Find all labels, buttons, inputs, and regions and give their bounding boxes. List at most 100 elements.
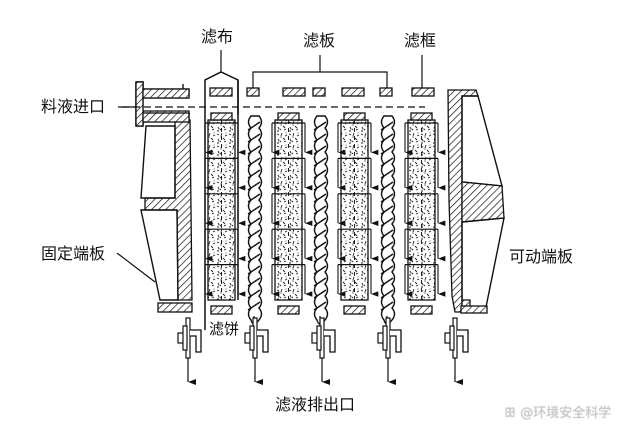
filter-plate <box>247 115 263 326</box>
app-logo-icon: ꕥ <box>504 406 517 421</box>
outlet-valve <box>444 317 469 385</box>
plate-twist <box>247 193 261 203</box>
top-frame-token <box>341 87 365 97</box>
fixed-plate-rib-lower <box>140 209 179 301</box>
plate-twist <box>380 169 394 179</box>
plate-twist <box>313 229 327 239</box>
label-filter-frame: 滤框 <box>404 31 437 50</box>
plate-twist <box>313 193 327 203</box>
label-filter-plate: 滤板 <box>303 31 336 50</box>
plate-twist <box>313 253 327 263</box>
label-feed-inlet: 料液进口 <box>41 97 106 116</box>
filter-plate <box>313 115 329 326</box>
plate-twist <box>380 193 394 203</box>
top-frame-token <box>209 87 233 97</box>
valve-body <box>449 325 455 351</box>
valve-spout <box>190 329 202 353</box>
frame-bottom-token <box>410 305 433 315</box>
top-frame-token <box>411 87 435 97</box>
movable-plate-rib-upper <box>461 95 503 187</box>
frame-bottom-token <box>277 305 300 315</box>
frame-top-token <box>210 112 233 121</box>
plate-twist <box>313 277 327 287</box>
filter-plate <box>380 115 396 326</box>
plate-twist <box>380 205 394 215</box>
plate-twist <box>380 157 394 167</box>
plate-twist <box>247 169 261 179</box>
movable-end-plate <box>447 89 505 314</box>
top-plate-token <box>379 87 393 97</box>
top-frame-token <box>282 87 306 97</box>
plate-twist <box>313 181 327 191</box>
outlet-valves <box>177 317 469 385</box>
frame-top-token <box>410 112 433 121</box>
label-fixed-end-plate: 固定端板 <box>41 244 106 263</box>
plate-twist <box>380 241 394 251</box>
outlet-valve <box>377 317 402 385</box>
fixed-plate-rib-upper <box>140 125 176 199</box>
watermark-text: @环境安全科学 <box>520 406 612 421</box>
valve-body <box>316 325 322 351</box>
leader-fixed-end-plate <box>116 252 156 283</box>
top-plate-token <box>246 87 260 97</box>
outlet-valve <box>177 317 202 385</box>
movable-plate-wall <box>447 89 479 313</box>
plate-twist <box>313 301 327 311</box>
filter-frame <box>404 112 446 315</box>
plate-twist <box>380 181 394 191</box>
plate-twist <box>380 301 394 311</box>
plate-twist <box>247 229 261 239</box>
leader-lines <box>116 50 423 283</box>
frame-top-token <box>343 112 366 121</box>
plate-twist <box>380 229 394 239</box>
valve-body <box>182 325 188 351</box>
frame-bottom-token <box>343 305 366 315</box>
plate-twist <box>313 145 327 155</box>
filter-frames <box>204 112 446 315</box>
filter-plates <box>247 115 396 326</box>
plate-twist <box>247 253 261 263</box>
label-filter-cloth: 滤布 <box>201 27 234 46</box>
plate-twist <box>380 289 394 299</box>
valve-spout <box>324 329 336 353</box>
plate-twist <box>247 181 261 191</box>
plate-twist <box>247 301 261 311</box>
plate-twist <box>247 277 261 287</box>
plate-twist <box>380 121 394 131</box>
plate-twist <box>313 157 327 167</box>
plate-twist <box>247 205 261 215</box>
valve-body <box>382 325 388 351</box>
inlet-pipe-bottom <box>142 112 190 123</box>
plate-twist <box>380 145 394 155</box>
outlet-valve <box>244 317 269 385</box>
plate-twist <box>313 241 327 251</box>
movable-plate-foot <box>460 305 488 314</box>
plate-twist <box>247 217 261 227</box>
plate-twist <box>313 217 327 227</box>
valve-body <box>249 325 255 351</box>
plate-twist <box>247 289 261 299</box>
inlet-pipe-top <box>142 88 190 99</box>
filter-frame <box>271 112 313 315</box>
frame-bottom-token <box>210 305 233 315</box>
plate-twist <box>313 169 327 179</box>
fixed-plate-foot <box>157 302 193 313</box>
label-filter-cake: 滤饼 <box>209 320 240 338</box>
valve-spout <box>257 329 269 353</box>
top-tokens <box>122 71 435 330</box>
plate-twist <box>380 133 394 143</box>
plate-twist <box>247 133 261 143</box>
frame-top-token <box>277 112 300 121</box>
plate-twist <box>247 157 261 167</box>
inlet-flange <box>135 81 144 127</box>
plate-twist <box>313 289 327 299</box>
plate-twist <box>380 217 394 227</box>
outlet-valve <box>311 317 336 385</box>
movable-plate-boss <box>461 181 505 223</box>
plate-twist <box>247 121 261 131</box>
valve-spout <box>390 329 402 353</box>
plate-twist <box>247 145 261 155</box>
filter-frame <box>337 112 379 315</box>
plate-twist <box>247 265 261 275</box>
